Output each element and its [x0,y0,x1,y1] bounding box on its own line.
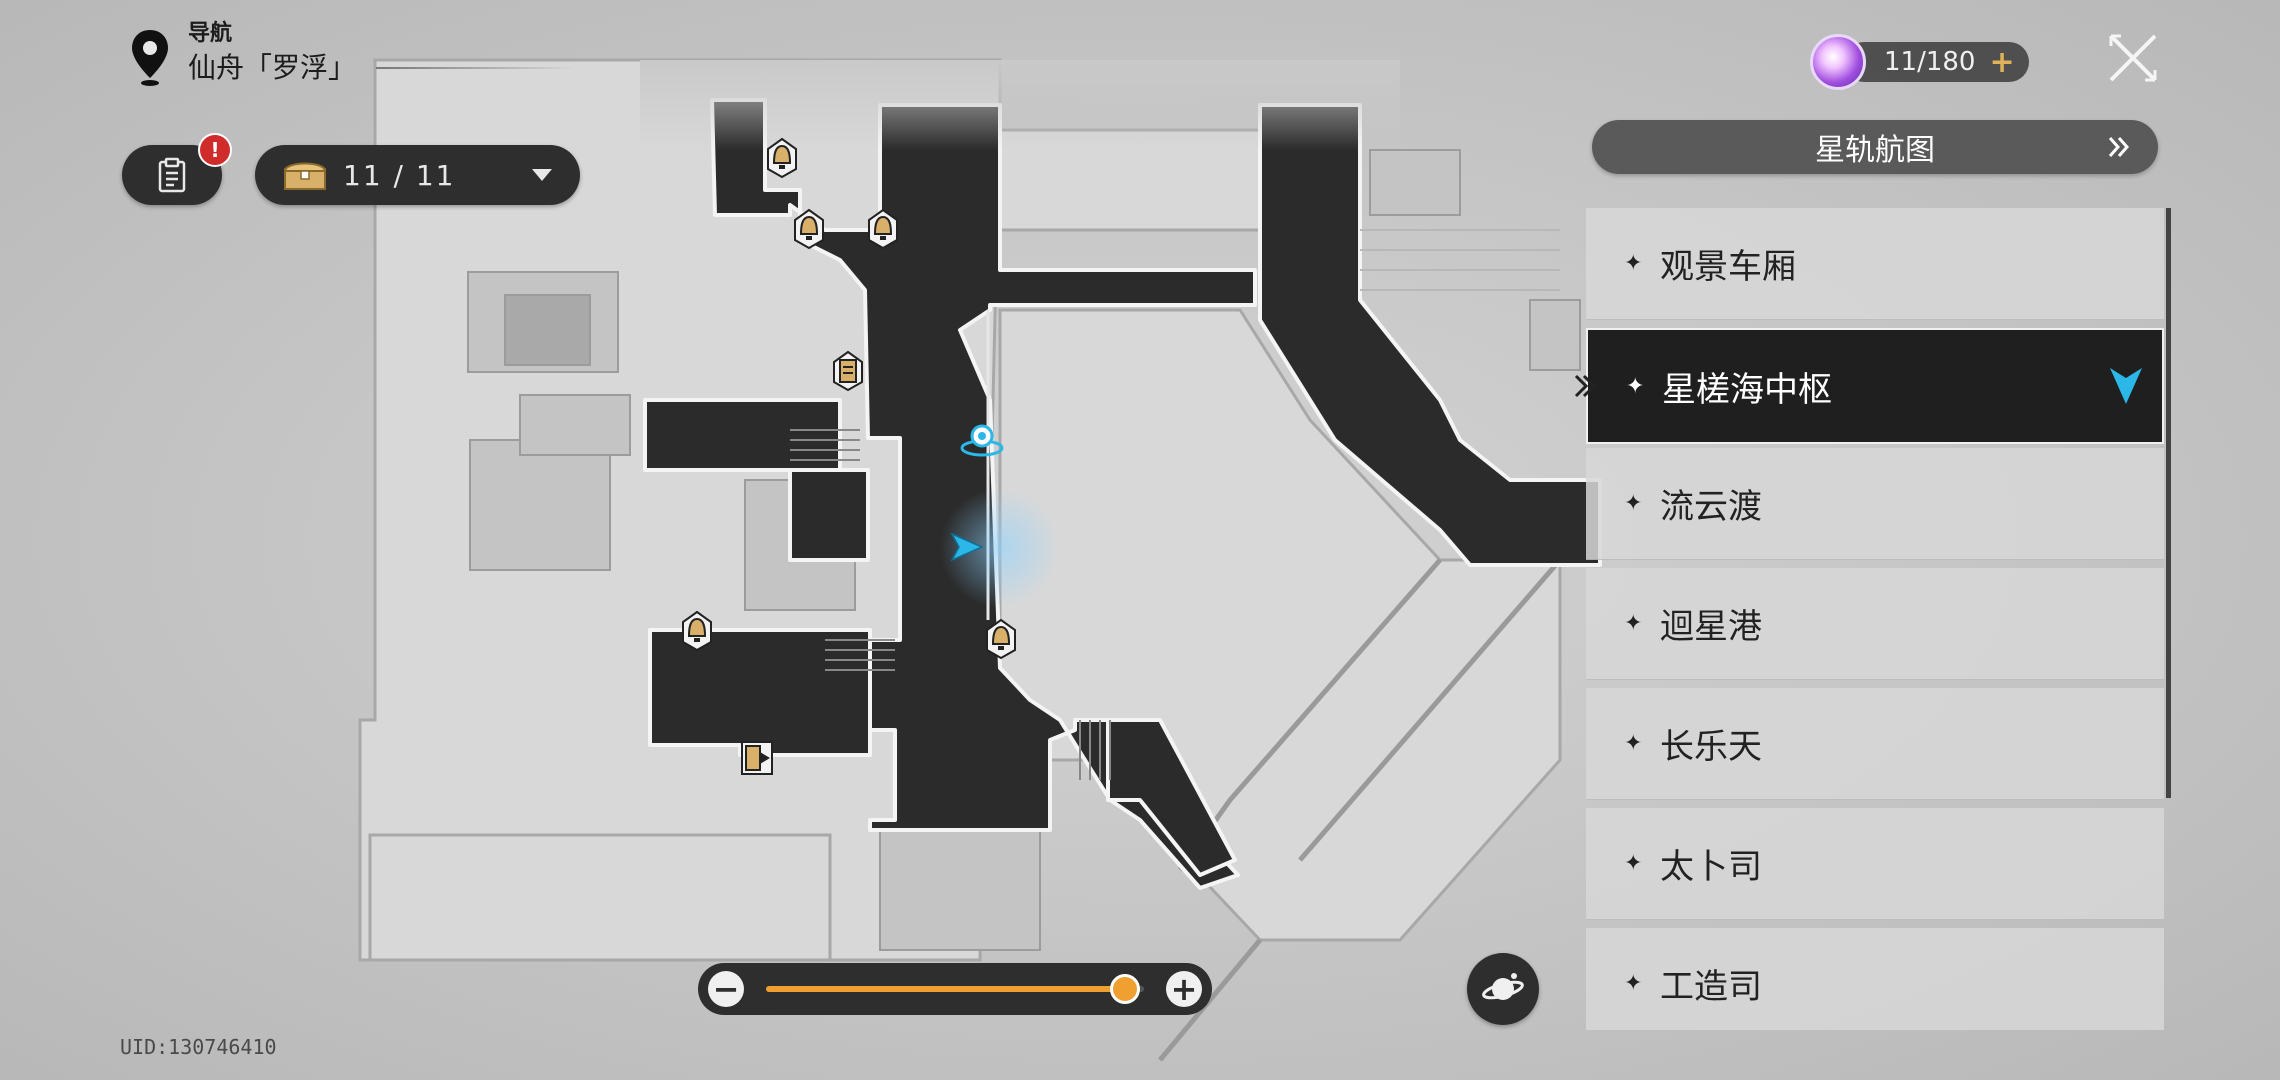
region-item-starskiff-haven[interactable]: ✦ 星槎海中枢 [1586,328,2164,444]
region-label: 星槎海中枢 [1662,369,1832,410]
nav-header: 导航 仙舟「罗浮」 [130,20,577,88]
region-item-observation-car[interactable]: ✦ 观景车厢 [1586,208,2164,320]
location-marker-icon [2110,368,2142,404]
region-item-cloudford[interactable]: ✦ 流云渡 [1586,448,2164,560]
double-chevron-icon [2108,137,2130,157]
exit-door-icon[interactable] [738,738,776,780]
zoom-control: − + [698,963,1212,1015]
region-label: 观景车厢 [1660,247,1796,287]
zoom-slider-fill [766,986,1126,992]
player-arrow-icon [950,532,984,562]
power-value: 11/180 [1884,47,1976,77]
close-icon[interactable] [2105,30,2161,86]
selection-pointer-icon [1574,374,1597,398]
star-icon: ✦ [1624,611,1643,636]
alert-badge: ! [198,133,232,167]
npc-bell-icon[interactable] [763,137,801,179]
planet-icon [1482,973,1524,1000]
region-item-exalting-sanctum[interactable]: ✦ 长乐天 [1586,688,2164,800]
region-list[interactable]: ✦ 观景车厢 ✦ 星槎海中枢 ✦ 流云渡 ✦ 迴星港 ✦ 长乐天 ✦ 太卜司 ✦… [1586,208,2164,1030]
location-name: 仙舟「罗浮」 [188,51,357,84]
add-power-button[interactable]: + [1989,44,2015,80]
star-icon: ✦ [1624,971,1643,996]
star-rail-map-tab[interactable]: 星轨航图 [1592,120,2158,174]
tab-label: 星轨航图 [1815,133,1935,168]
star-icon: ✦ [1624,251,1643,276]
teleport-anchor-icon[interactable] [958,418,1006,462]
npc-bell-icon[interactable] [864,208,902,250]
chest-icon [283,162,327,190]
switch-world-button[interactable] [1467,953,1539,1025]
region-item-artisanship-commission[interactable]: ✦ 工造司 [1586,928,2164,1030]
region-item-stargazer-navalia[interactable]: ✦ 迴星港 [1586,568,2164,680]
star-icon: ✦ [1624,731,1643,756]
npc-bell-icon[interactable] [790,208,828,250]
star-icon: ✦ [1624,851,1643,876]
region-label: 流云渡 [1660,487,1762,527]
user-id: UID:130746410 [120,1035,277,1059]
divider [376,67,577,69]
region-label: 迴星港 [1660,607,1762,647]
star-icon: ✦ [1624,491,1643,516]
clipboard-icon [158,157,186,193]
star-icon: ✦ [1626,373,1645,399]
zoom-slider[interactable] [766,974,1144,1004]
region-list-scrollbar[interactable] [2166,208,2171,798]
chest-counter-dropdown[interactable]: 11 / 11 [255,145,580,205]
nav-label: 导航 [188,21,233,46]
npc-bell-icon[interactable] [982,618,1020,660]
zoom-out-button[interactable]: − [708,971,744,1007]
region-label: 工造司 [1660,967,1762,1007]
chest-count: 11 / 11 [343,158,456,192]
zoom-in-button[interactable]: + [1166,971,1202,1007]
trailblaze-power-icon [1810,34,1866,90]
shop-scroll-icon[interactable] [829,350,867,392]
npc-bell-icon[interactable] [678,610,716,652]
region-label: 太卜司 [1660,847,1762,887]
mission-log-button[interactable]: ! [122,133,232,205]
trailblaze-power: 11/180 + [1810,34,2029,90]
region-item-divination-commission[interactable]: ✦ 太卜司 [1586,808,2164,920]
zoom-slider-handle[interactable] [1110,974,1141,1004]
chevron-down-icon [532,169,552,181]
map-pin-icon [132,30,168,86]
region-label: 长乐天 [1660,727,1762,767]
